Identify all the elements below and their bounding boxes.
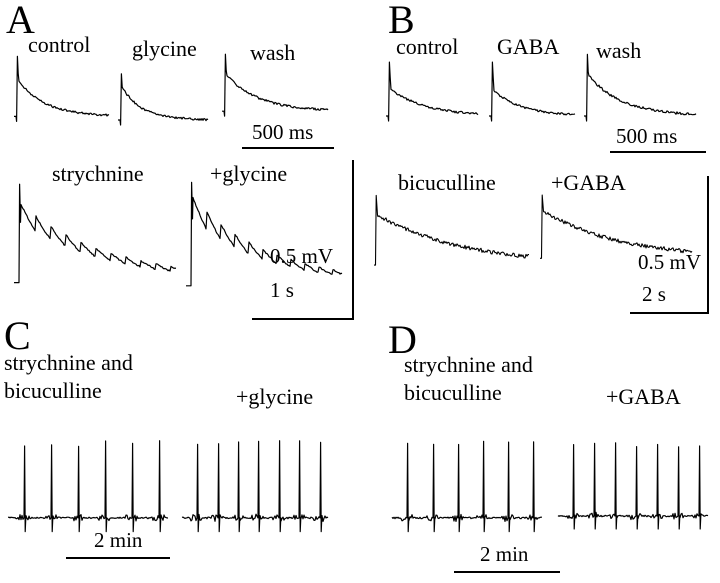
label-b-control: control [396, 34, 459, 59]
label-d-condition-line1: strychnine and [404, 352, 533, 377]
label-b-wash: wash [596, 38, 642, 63]
label-b-gaba: GABA [497, 34, 560, 59]
scale-label-d-2min: 2 min [480, 542, 529, 566]
scale-label-b-2s: 2 s [642, 282, 666, 306]
panel-d-letter: D [388, 317, 417, 362]
trace-d-control-train [391, 440, 542, 533]
label-d-treatment: +GABA [606, 384, 681, 409]
panel-b-letter: B [388, 0, 415, 42]
trace-b-control [386, 61, 479, 122]
label-b-plusgaba: +GABA [551, 170, 626, 195]
label-c-treatment: +glycine [236, 384, 314, 409]
label-a-control: control [28, 32, 91, 57]
trace-a-strychnine [14, 183, 177, 284]
label-a-strychnine: strychnine [52, 161, 144, 186]
panel-a-letter: A [6, 0, 35, 42]
label-a-wash: wash [250, 40, 296, 65]
trace-c-control-train [7, 440, 169, 533]
panel-c-letter: C [4, 313, 31, 358]
scale-label-a-1s: 1 s [270, 278, 294, 302]
trace-b-wash [584, 53, 697, 122]
label-d-condition-line2: bicuculline [404, 380, 502, 405]
trace-c-glycine-train [181, 440, 329, 533]
trace-d-gaba-train [557, 442, 709, 530]
scale-bar-b-500ms [610, 151, 706, 153]
label-b-bicuculline: bicuculline [398, 170, 496, 195]
scale-label-a-500ms: 500 ms [252, 120, 314, 144]
scale-bracket-b [630, 176, 709, 314]
scale-bracket-a [252, 160, 354, 320]
trace-a-wash [222, 53, 329, 117]
scale-bar-c-2min [66, 557, 170, 559]
label-c-condition-line1: strychnine and [4, 350, 133, 375]
trace-a-glycine [118, 73, 209, 126]
trace-b-gaba [489, 61, 576, 122]
trace-b-bicuculline [374, 194, 529, 266]
trace-b-plusgaba [540, 194, 693, 259]
trace-a-plusglycine [186, 181, 343, 287]
label-a-glycine: glycine [132, 36, 197, 61]
scale-label-b-500ms: 500 ms [616, 124, 678, 148]
trace-a-control [14, 55, 110, 123]
label-c-condition-line2: bicuculline [4, 378, 102, 403]
scale-bar-d-2min [454, 571, 560, 573]
scale-label-a-mv: 0.5 mV [270, 244, 333, 268]
label-a-plusglycine: +glycine [210, 161, 288, 186]
scale-label-c-2min: 2 min [94, 528, 143, 552]
scale-bar-a-500ms [242, 147, 334, 149]
scale-label-b-mv: 0.5 mV [638, 250, 701, 274]
